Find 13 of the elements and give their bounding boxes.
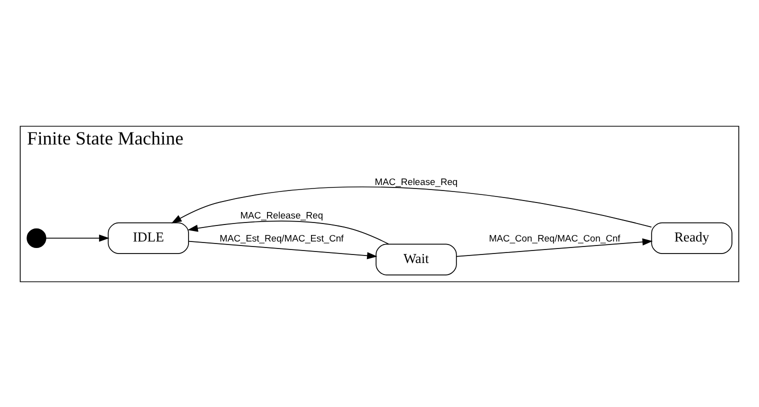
arrow	[456, 238, 653, 256]
arrow	[188, 220, 389, 244]
edge-label: MAC_Release_Req	[240, 208, 324, 220]
arrow	[188, 240, 378, 259]
node-box: IDLE	[108, 222, 189, 254]
node-circle	[26, 228, 46, 248]
node-box: Wait	[376, 243, 457, 275]
edge-label: MAC_Release_Req	[374, 176, 458, 187]
arrow	[171, 186, 652, 227]
arrow	[46, 234, 110, 242]
edge-label: MAC_Con_Req/MAC_Con_Cnf	[488, 232, 620, 243]
node-box: Ready	[651, 222, 732, 254]
edge-label: MAC_Est_Req/MAC_Est_Cnf	[220, 232, 344, 243]
